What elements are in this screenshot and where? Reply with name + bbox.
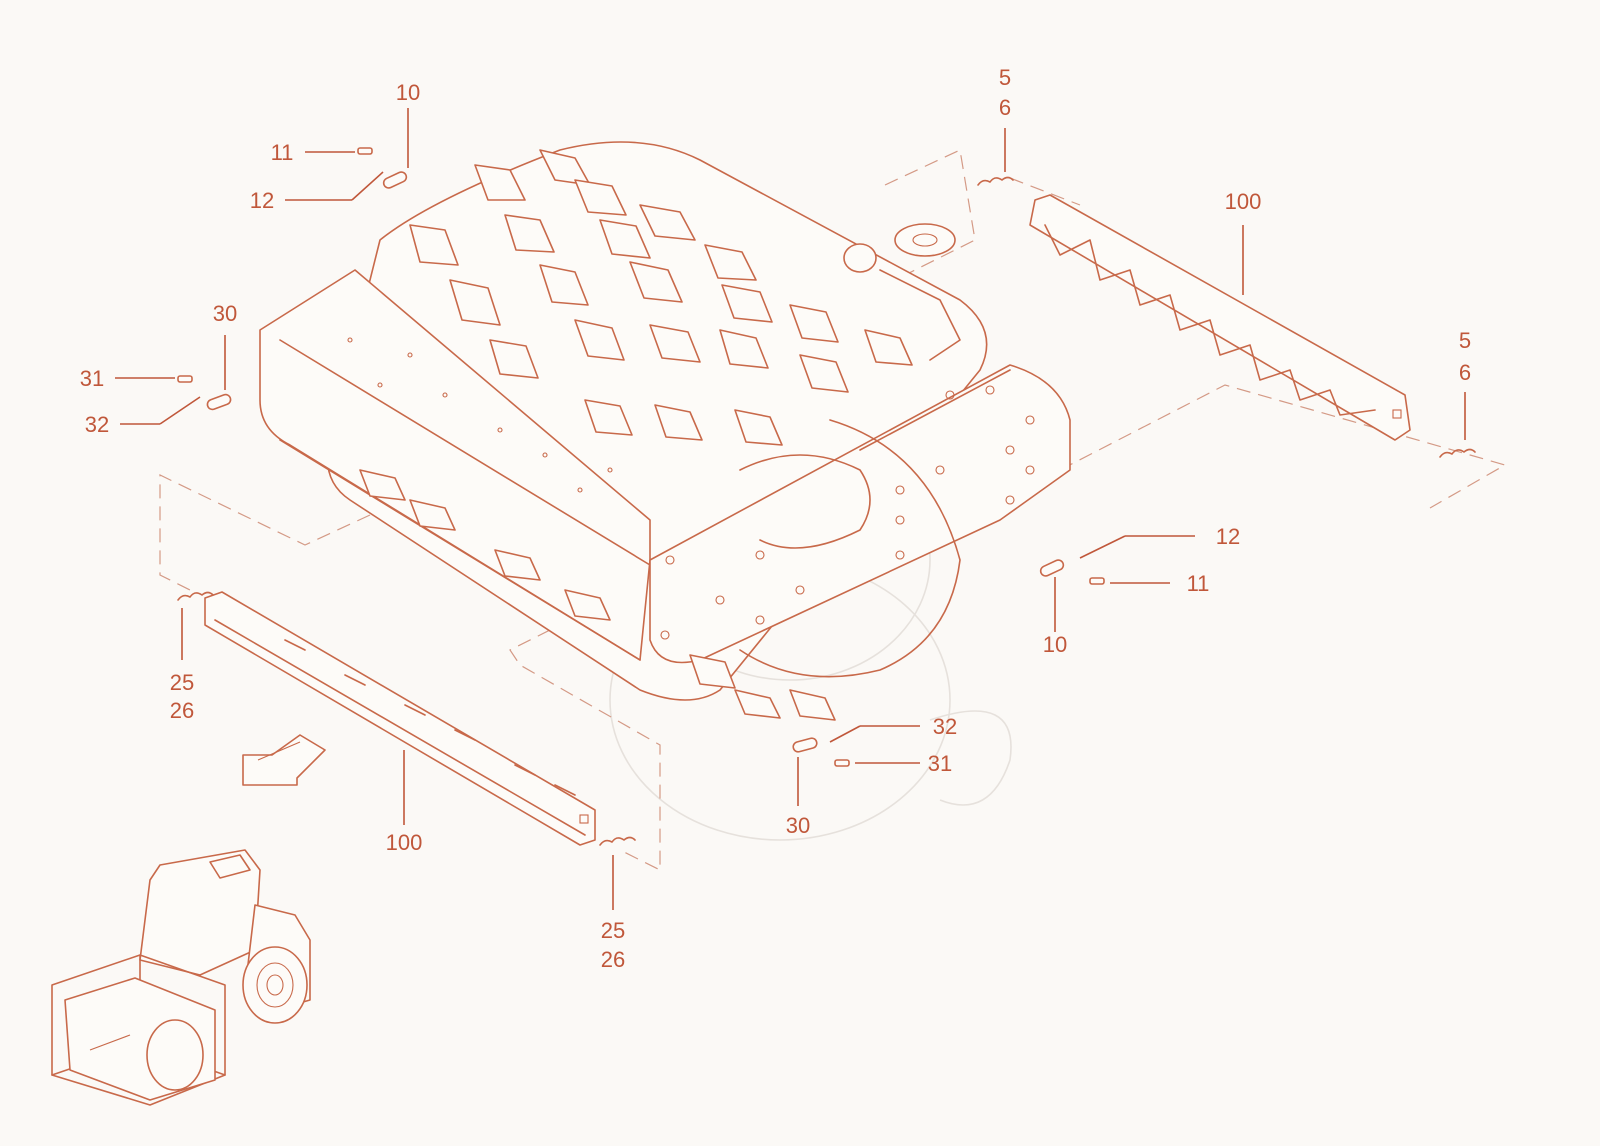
roller-thumbnail xyxy=(51,849,311,1106)
callout-11-top: 11 xyxy=(271,140,294,165)
callout-26-left: 26 xyxy=(170,698,194,723)
callout-30-left: 30 xyxy=(213,301,237,326)
callout-32-left: 32 xyxy=(85,412,109,437)
drum-pads xyxy=(359,149,913,721)
beam-dots xyxy=(347,337,613,493)
hamm-arrow-icon xyxy=(242,734,326,786)
callout-25-left: 25 xyxy=(170,670,194,695)
callout-5-right: 5 xyxy=(1459,328,1471,353)
callout-100-rear: 100 xyxy=(1225,189,1262,214)
padfoot-drum-assembly xyxy=(259,141,1071,721)
callout-10-top: 10 xyxy=(396,80,420,105)
callout-31-bottom: 31 xyxy=(928,751,952,776)
callout-12-top: 12 xyxy=(250,188,274,213)
callout-100-front: 100 xyxy=(386,830,423,855)
callout-6-top: 6 xyxy=(999,95,1011,120)
callout-10-right: 10 xyxy=(1043,632,1067,657)
callout-25-bottom: 25 xyxy=(601,918,625,943)
scraper-bar-front xyxy=(204,591,596,846)
leader-lines xyxy=(115,108,1466,910)
callout-11-right: 11 xyxy=(1187,571,1210,596)
scraper-bar-rear xyxy=(1029,194,1411,441)
callout-26-bottom: 26 xyxy=(601,947,625,972)
callout-31-left: 31 xyxy=(80,366,104,391)
callout-32-bottom: 32 xyxy=(933,714,957,739)
frame-holes xyxy=(660,385,1035,640)
callout-30-bottom: 30 xyxy=(786,813,810,838)
callout-12-right: 12 xyxy=(1216,524,1240,549)
assembly-guide-lines xyxy=(159,149,1507,871)
callout-6-right: 6 xyxy=(1459,360,1471,385)
callout-labels: 10 11 12 5 6 100 30 31 32 5 6 12 11 10 2… xyxy=(80,65,1471,972)
hardware-parts xyxy=(177,147,1476,846)
callout-5-top: 5 xyxy=(999,65,1011,90)
